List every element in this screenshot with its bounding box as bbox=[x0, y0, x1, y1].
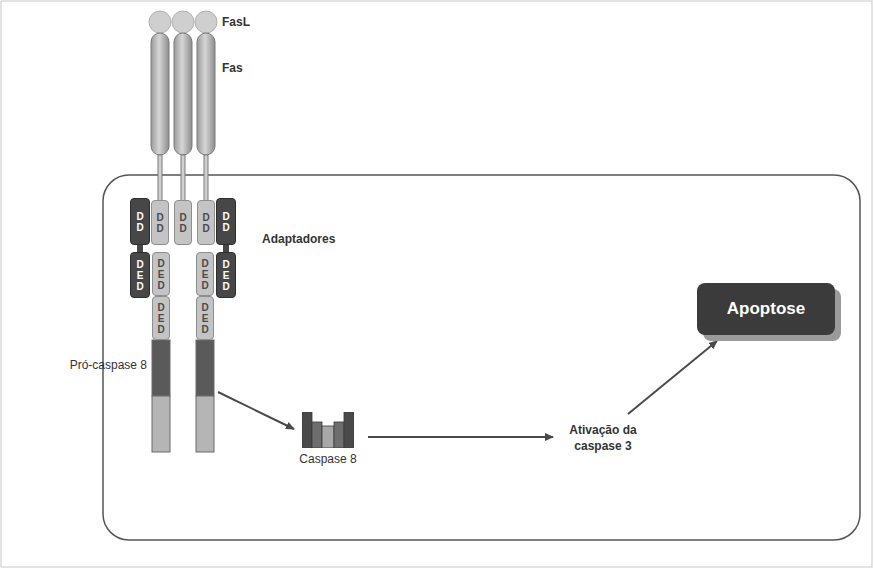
domain-box: D D bbox=[151, 200, 169, 245]
domain-label: D D bbox=[155, 212, 165, 234]
receptor-label: Fas bbox=[222, 61, 243, 75]
domain-box: D E D bbox=[130, 252, 150, 298]
domain-box: D E D bbox=[152, 296, 170, 340]
adaptor-linkers bbox=[137, 244, 229, 254]
domain-box: D E D bbox=[152, 252, 170, 296]
cell-membrane bbox=[103, 175, 860, 540]
domain-box: D E D bbox=[196, 296, 214, 340]
domain-label: D D bbox=[221, 211, 231, 233]
domain-label: D D bbox=[178, 212, 188, 234]
domain-box: D D bbox=[174, 200, 192, 245]
procaspase-bodies bbox=[152, 340, 214, 452]
procaspase-label: Pró-caspase 8 bbox=[70, 358, 147, 372]
outcome-label: Apoptose bbox=[727, 299, 805, 319]
domain-label: D D bbox=[201, 212, 211, 234]
fasl-ligands bbox=[149, 11, 217, 33]
step-label: Ativação da caspase 3 bbox=[547, 423, 659, 454]
domain-box: D D bbox=[197, 200, 215, 245]
fas-receptors bbox=[151, 33, 215, 201]
adaptor-label: Adaptadores bbox=[262, 232, 335, 246]
ligand-label: FasL bbox=[222, 15, 250, 29]
domain-box: D D bbox=[216, 198, 236, 245]
domain-label: D E D bbox=[156, 302, 166, 335]
caspase-enzyme: Caspase 8 bbox=[283, 412, 373, 466]
flow-arrows bbox=[218, 341, 717, 437]
domain-box: D D bbox=[130, 198, 150, 245]
domain-label: D E D bbox=[221, 259, 231, 292]
outcome-box: Apoptose bbox=[697, 283, 835, 335]
domain-label: D E D bbox=[135, 259, 145, 292]
domain-label: D E D bbox=[200, 302, 210, 335]
domain-box: D E D bbox=[196, 252, 214, 296]
caspase-symbol bbox=[302, 412, 354, 448]
caspase-label: Caspase 8 bbox=[283, 452, 373, 466]
domain-box: D E D bbox=[216, 252, 236, 298]
domain-label: D D bbox=[135, 211, 145, 233]
domain-label: D E D bbox=[200, 258, 210, 291]
domain-label: D E D bbox=[156, 258, 166, 291]
